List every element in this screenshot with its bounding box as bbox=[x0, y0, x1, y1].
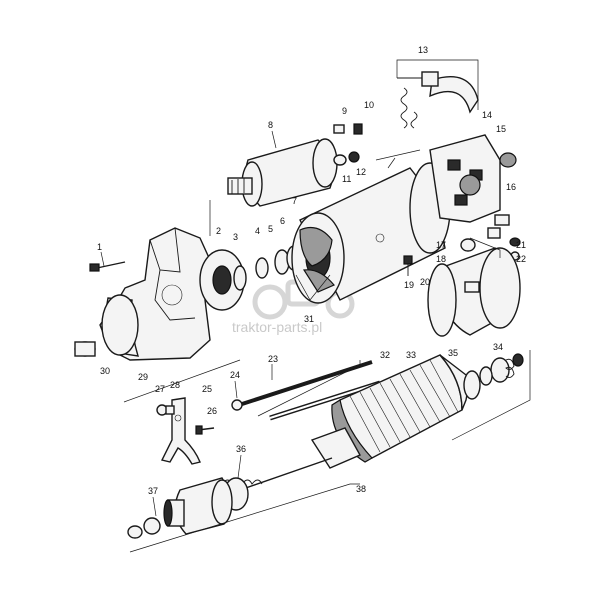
callout-9: 9 bbox=[342, 106, 347, 116]
brushes bbox=[460, 214, 521, 261]
callout-1: 1 bbox=[97, 242, 102, 252]
callout-19: 19 bbox=[404, 280, 414, 290]
callout-31: 31 bbox=[304, 314, 314, 324]
pinion-drive bbox=[163, 477, 233, 535]
callout-35: 35 bbox=[448, 348, 458, 358]
commutator-end-cover bbox=[427, 247, 521, 337]
callout-16: 16 bbox=[506, 182, 516, 192]
callout-13: 13 bbox=[418, 45, 428, 55]
pivot-hardware bbox=[156, 404, 215, 435]
callout-7: 7 bbox=[292, 196, 297, 206]
pinion-stop-ring bbox=[127, 517, 161, 539]
callout-18: 18 bbox=[436, 254, 446, 264]
drive-end-housing bbox=[74, 227, 221, 361]
nut-24 bbox=[231, 399, 243, 411]
callout-3: 3 bbox=[233, 232, 238, 242]
intermediate-plate bbox=[199, 249, 247, 311]
leader-lines bbox=[123, 59, 531, 553]
callout-2: 2 bbox=[216, 226, 221, 236]
callout-10: 10 bbox=[364, 100, 374, 110]
callout-30: 30 bbox=[100, 366, 110, 376]
callout-11: 11 bbox=[342, 174, 351, 184]
callout-22: 22 bbox=[516, 254, 526, 264]
end-cap-plug bbox=[499, 152, 517, 168]
callout-6: 6 bbox=[280, 216, 285, 226]
callout-21: 21 bbox=[516, 240, 526, 250]
armature-end-washers bbox=[479, 353, 524, 386]
callout-26: 26 bbox=[207, 406, 217, 416]
bolt-1 bbox=[89, 261, 126, 272]
field-coils bbox=[299, 227, 335, 293]
solenoid bbox=[227, 138, 338, 207]
callout-29: 29 bbox=[138, 372, 148, 382]
callout-27: 27 bbox=[155, 384, 165, 394]
callout-8: 8 bbox=[268, 120, 273, 130]
callout-labels: 1 2 3 4 5 6 7 8 9 10 11 12 13 14 15 16 1… bbox=[97, 45, 526, 517]
cover-screw bbox=[403, 255, 413, 276]
callout-5: 5 bbox=[268, 224, 273, 234]
callout-34: 34 bbox=[493, 342, 503, 352]
callout-17: 17 bbox=[436, 240, 446, 250]
callout-28: 28 bbox=[170, 380, 180, 390]
callout-24: 24 bbox=[230, 370, 240, 380]
brush-holder bbox=[429, 134, 501, 223]
callout-38: 38 bbox=[356, 484, 366, 494]
callout-33: 33 bbox=[406, 350, 416, 360]
callout-25: 25 bbox=[202, 384, 212, 394]
watermark-text: traktor-parts.pl bbox=[232, 319, 322, 335]
callout-12: 12 bbox=[356, 167, 366, 177]
callout-32: 32 bbox=[380, 350, 390, 360]
through-bolts bbox=[241, 360, 381, 421]
callout-4: 4 bbox=[255, 226, 260, 236]
terminal-hardware bbox=[333, 123, 363, 166]
callout-20: 20 bbox=[420, 277, 430, 287]
armature bbox=[239, 354, 481, 491]
end-cover-strap bbox=[397, 71, 479, 114]
callout-37: 37 bbox=[148, 486, 158, 496]
brush-springs bbox=[400, 87, 418, 129]
callout-14: 14 bbox=[482, 110, 492, 120]
shift-fork bbox=[160, 397, 201, 465]
callout-15: 15 bbox=[496, 124, 506, 134]
callout-36: 36 bbox=[236, 444, 246, 454]
callout-23: 23 bbox=[268, 354, 278, 364]
